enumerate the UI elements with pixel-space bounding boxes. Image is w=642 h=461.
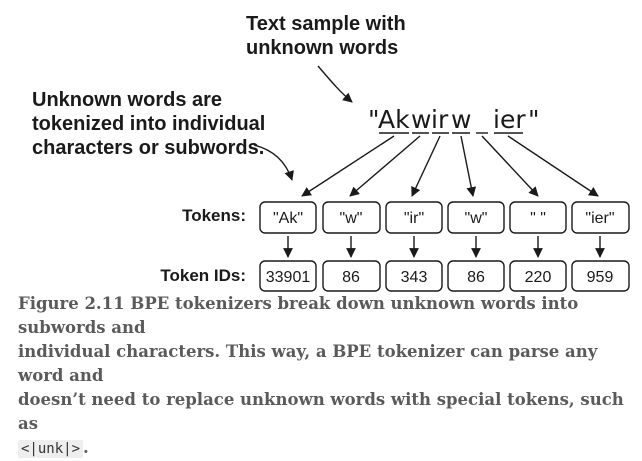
tokens-label: Tokens: <box>182 206 246 225</box>
token-id-text: 33901 <box>266 269 311 286</box>
token-id-text: 220 <box>525 269 552 286</box>
token-id-box-4: 220 <box>509 260 567 292</box>
token-box-frame <box>259 201 317 234</box>
arrow-sample-4 <box>481 135 539 197</box>
token-id-frame <box>385 260 443 292</box>
sample-segment-3: w <box>451 105 471 134</box>
token-id-box-2: 343 <box>385 260 443 292</box>
token-text: " " <box>530 210 546 227</box>
token-id-frame <box>259 260 317 292</box>
token-id-frame <box>447 260 505 292</box>
annotation-text-sample-line2: unknown words <box>246 37 398 59</box>
caption-code-unk: <|unk|> <box>18 440 84 458</box>
token-id-text: 343 <box>401 269 428 286</box>
token-box-frame <box>571 201 630 234</box>
token-box-3: "w" <box>447 201 505 234</box>
token-box-0: "Ak" <box>259 201 317 234</box>
token-to-id-arrows <box>283 236 605 258</box>
caption-line-1: Figure 2.11 BPE tokenizers break down un… <box>18 294 579 337</box>
token-box-frame <box>385 201 443 234</box>
sample-segment-5: ier <box>493 105 526 134</box>
token-box-1: "w" <box>322 201 381 234</box>
token-id-box-5: 959 <box>571 260 630 292</box>
arrow-sample-3 <box>460 135 477 197</box>
token-id-frame <box>322 260 381 292</box>
arrow-sample-0 <box>301 135 395 197</box>
token-id-frame <box>509 260 567 292</box>
token-box-5: "ier" <box>571 201 630 234</box>
sample-segment-0: Ak <box>378 105 410 134</box>
token-id-text: 959 <box>587 269 614 286</box>
caption-line-3: doesn’t need to replace unknown words wi… <box>18 390 624 433</box>
annotation-unknown-leader <box>253 144 294 181</box>
sample-segment-2: ir <box>431 105 449 134</box>
token-id-box-3: 86 <box>447 260 505 292</box>
annotation-unknown-line1: Unknown words are <box>32 89 222 111</box>
token-box-frame <box>322 201 381 234</box>
token-ids-label: Token IDs: <box>160 266 246 285</box>
token-id-box-1: 86 <box>322 260 381 292</box>
token-text: "ier" <box>585 210 614 227</box>
sample-to-token-arrows <box>301 135 599 197</box>
annotation-sample-leader <box>317 65 353 103</box>
token-id-box-0: 33901 <box>259 260 317 292</box>
arrow-sample-2 <box>411 135 441 197</box>
annotation-unknown-line2: tokenized into individual <box>32 113 265 135</box>
token-box-frame <box>509 201 567 234</box>
annotation-unknown-line3: characters or subwords. <box>32 137 264 159</box>
token-row: "Ak" "w" "ir" "w" " " "ier" <box>259 201 630 234</box>
sample-close-quote: " <box>528 105 540 134</box>
token-box-4: " " <box>509 201 567 234</box>
token-text: "w" <box>465 210 488 227</box>
token-text: "ir" <box>404 210 424 227</box>
token-id-text: 86 <box>342 269 360 286</box>
bpe-diagram: Text sample with unknown words Unknown w… <box>32 13 630 292</box>
sample-open-quote: " <box>368 105 380 134</box>
token-id-text: 86 <box>467 269 485 286</box>
token-text: "Ak" <box>273 210 303 227</box>
caption-end: . <box>83 438 89 457</box>
caption-line-2: individual characters. This way, a BPE t… <box>18 342 598 385</box>
token-id-row: 33901 86 343 86 220 959 <box>259 260 630 292</box>
annotation-text-sample-line1: Text sample with <box>246 13 406 35</box>
caption-line-4: <|unk|>. <box>18 436 633 461</box>
arrow-sample-5 <box>507 135 599 197</box>
figure-caption: Figure 2.11 BPE tokenizers break down un… <box>18 292 633 461</box>
token-id-frame <box>571 260 630 292</box>
arrow-sample-1 <box>349 135 421 197</box>
token-text: "w" <box>340 210 363 227</box>
sample-segment-1: w <box>411 105 431 134</box>
token-box-2: "ir" <box>385 201 443 234</box>
token-box-frame <box>447 201 505 234</box>
